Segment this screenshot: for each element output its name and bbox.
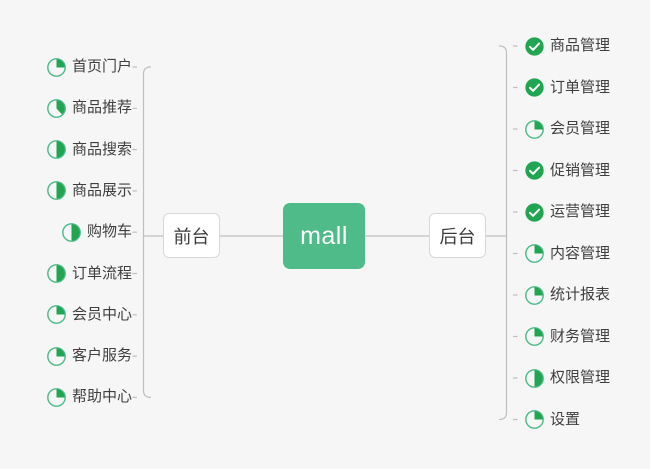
pie-icon (46, 139, 67, 160)
pie-icon (46, 98, 67, 119)
leaf-item[interactable]: 订单管理 (524, 75, 610, 101)
leaf-item[interactable]: 内容管理 (524, 241, 610, 267)
pie-icon (524, 368, 545, 389)
pie-icon (46, 304, 67, 325)
pie-icon (61, 222, 82, 243)
leaf-item-label: 商品推荐 (71, 99, 132, 117)
leaf-item-label: 促销管理 (550, 161, 611, 179)
leaf-item-label: 统计报表 (550, 286, 611, 303)
check-circle-icon (524, 160, 545, 181)
pie-icon (46, 263, 67, 284)
connector-spine (142, 66, 152, 398)
leaf-item[interactable]: 会员中心 (46, 302, 132, 328)
pie-icon (46, 57, 67, 78)
leaf-item[interactable]: 运营管理 (524, 199, 610, 225)
check-circle-icon (524, 36, 545, 57)
leaf-item-label: 商品管理 (550, 37, 611, 54)
leaf-item[interactable]: 商品管理 (524, 33, 610, 59)
pie-icon (46, 387, 67, 408)
pie-icon (46, 346, 67, 367)
connector-spine (498, 45, 508, 421)
pie-icon (524, 326, 545, 347)
leaf-item[interactable]: 权限管理 (524, 365, 610, 391)
leaf-item[interactable]: 设置 (524, 407, 580, 433)
center-node[interactable]: mall (283, 203, 365, 269)
leaf-item-label: 会员中心 (71, 305, 132, 323)
pie-icon (524, 285, 545, 306)
center-node-label: mall (300, 221, 348, 250)
leaf-item-label: 首页门户 (71, 58, 132, 75)
pie-icon (524, 119, 545, 140)
leaf-item[interactable]: 统计报表 (524, 282, 610, 308)
leaf-item-label: 客户服务 (71, 347, 132, 365)
leaf-item-label: 会员管理 (550, 120, 611, 137)
branch-node-frontend-label: 前台 (173, 226, 210, 247)
leaf-item-label: 财务管理 (550, 327, 611, 345)
leaf-item[interactable]: 首页门户 (46, 54, 132, 80)
leaf-item-label: 权限管理 (550, 369, 611, 386)
leaf-item-label: 设置 (550, 410, 581, 428)
leaf-item[interactable]: 财务管理 (524, 324, 610, 350)
leaf-item-label: 订单流程 (71, 264, 132, 282)
leaf-item-label: 商品搜索 (71, 140, 132, 158)
pie-icon (46, 180, 67, 201)
pie-icon (524, 409, 545, 430)
leaf-item[interactable]: 商品推荐 (46, 95, 132, 121)
leaf-item-label: 帮助中心 (71, 388, 132, 406)
leaf-item[interactable]: 会员管理 (524, 116, 610, 142)
leaf-item-label: 运营管理 (550, 203, 611, 220)
branch-node-backend-label: 后台 (439, 226, 476, 247)
leaf-item[interactable]: 商品展示 (46, 178, 132, 204)
leaf-item[interactable]: 促销管理 (524, 158, 610, 184)
leaf-item-label: 订单管理 (550, 78, 611, 96)
branch-node-backend[interactable]: 后台 (429, 213, 486, 258)
leaf-item[interactable]: 帮助中心 (46, 384, 132, 410)
leaf-item[interactable]: 商品搜索 (46, 137, 132, 163)
leaf-item[interactable]: 购物车 (61, 219, 132, 245)
check-circle-icon (524, 77, 545, 98)
pie-icon (524, 243, 545, 264)
leaf-item-label: 购物车 (86, 223, 132, 241)
check-circle-icon (524, 202, 545, 223)
leaf-item-label: 商品展示 (71, 181, 132, 199)
leaf-item[interactable]: 订单流程 (46, 261, 132, 287)
leaf-item-label: 内容管理 (550, 244, 611, 262)
leaf-item[interactable]: 客户服务 (46, 343, 132, 369)
branch-node-frontend[interactable]: 前台 (163, 213, 220, 258)
